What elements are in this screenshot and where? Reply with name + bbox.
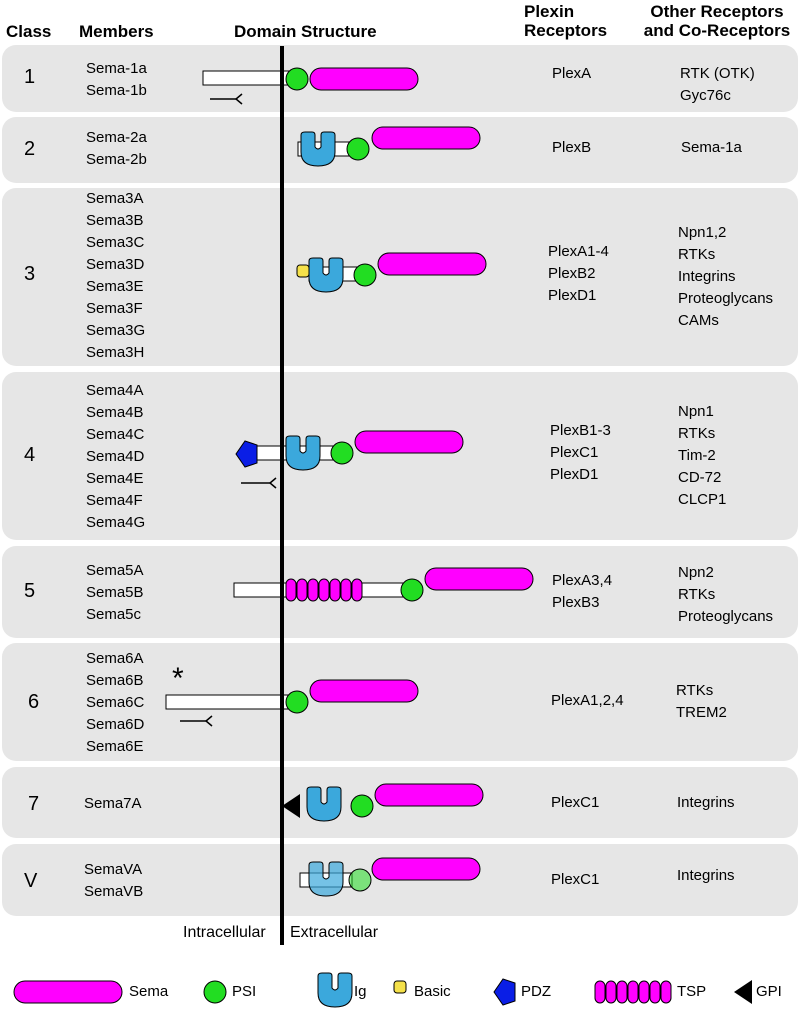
psi-domain <box>350 794 374 818</box>
class-label: V <box>24 870 38 892</box>
header-other-receptors: Other Receptors and Co-Receptors <box>643 2 791 40</box>
psi-domain <box>400 578 424 602</box>
ig-domain <box>308 861 344 897</box>
basic-domain <box>393 980 407 994</box>
header-members: Members <box>79 22 154 41</box>
ig-domain <box>285 435 321 471</box>
basic-domain <box>296 264 310 278</box>
psi-domain <box>285 67 309 91</box>
class-label: 7 <box>28 793 40 815</box>
arrow-head <box>204 715 213 727</box>
tsp-repeat <box>594 980 606 1004</box>
class-label: 2 <box>24 138 36 160</box>
stalk-segment <box>202 70 301 86</box>
gpi-anchor <box>734 980 752 1004</box>
plexin-list: PlexC1 <box>551 794 600 811</box>
pdz-domain <box>493 978 516 1006</box>
header-domain-structure: Domain Structure <box>234 22 377 41</box>
arrow-head <box>234 93 243 105</box>
sema-domain <box>424 567 534 591</box>
sema-domain <box>13 980 123 1004</box>
tsp-repeat <box>638 980 650 1004</box>
legend-label-tsp: TSP <box>677 983 707 1000</box>
legend-label-ig: Ig <box>354 983 367 1000</box>
plexin-list: PlexA1,2,4 <box>551 692 624 709</box>
row-bg-class-3 <box>2 188 798 366</box>
sema-domain <box>374 783 484 807</box>
tsp-repeat <box>285 578 297 602</box>
row-bg-class-4 <box>2 372 798 540</box>
psi-domain <box>353 263 377 287</box>
extracellular-label: Extracellular <box>290 924 379 941</box>
legend-label-psi: PSI <box>232 983 257 1000</box>
class-label: 6 <box>28 691 40 713</box>
class-label: 1 <box>24 66 36 88</box>
psi-domain <box>348 868 372 892</box>
legend-label-sema: Sema <box>129 983 169 1000</box>
tsp-repeat <box>340 578 352 602</box>
header-plexin: Plexin Receptors <box>524 2 608 40</box>
class-label: 5 <box>24 580 36 602</box>
psi-domain <box>285 690 309 714</box>
ig-domain <box>308 257 344 293</box>
header-class: Class <box>6 22 52 41</box>
tsp-repeat <box>649 980 661 1004</box>
intracellular-label: Intracellular <box>183 924 266 941</box>
asterisk-marker: * <box>172 662 184 695</box>
sema-domain <box>377 252 487 276</box>
pdz-domain <box>235 440 258 468</box>
tsp-repeat <box>616 980 628 1004</box>
tsp-repeat <box>627 980 639 1004</box>
tsp-repeat <box>318 578 330 602</box>
legend-label-pdz: PDZ <box>521 983 551 1000</box>
class-label: 4 <box>24 444 36 466</box>
other-receptors-list: Integrins <box>677 867 735 884</box>
sema-domain <box>309 679 419 703</box>
sema-domain <box>371 126 481 150</box>
legend-label-gpi: GPI <box>756 983 782 1000</box>
psi-domain <box>346 137 370 161</box>
psi-domain <box>330 441 354 465</box>
other-receptors-list: RTK (OTK)Gyc76c <box>680 65 755 104</box>
tsp-repeat <box>605 980 617 1004</box>
ig-domain <box>317 972 353 1008</box>
other-receptors-list: Integrins <box>677 794 735 811</box>
tsp-repeat <box>660 980 672 1004</box>
gpi-anchor <box>282 794 300 818</box>
sema-domain <box>371 857 481 881</box>
stalk-segment <box>165 694 300 710</box>
members-list: Sema7A <box>84 795 142 812</box>
legend-label-basic: Basic <box>414 983 451 1000</box>
tsp-repeat <box>351 578 363 602</box>
ig-domain <box>300 131 336 167</box>
plexin-list: PlexC1 <box>551 871 600 888</box>
arrow-head <box>268 477 277 489</box>
class-label: 3 <box>24 263 36 285</box>
tsp-repeat <box>307 578 319 602</box>
psi-domain <box>203 980 227 1004</box>
tsp-repeat <box>329 578 341 602</box>
other-receptors-list: Sema-1a <box>681 139 742 156</box>
sema-domain <box>309 67 419 91</box>
tsp-repeat <box>296 578 308 602</box>
plexin-list: PlexB <box>552 139 592 156</box>
ig-domain <box>306 786 342 822</box>
plexin-list: PlexA <box>552 65 592 82</box>
sema-domain <box>354 430 464 454</box>
